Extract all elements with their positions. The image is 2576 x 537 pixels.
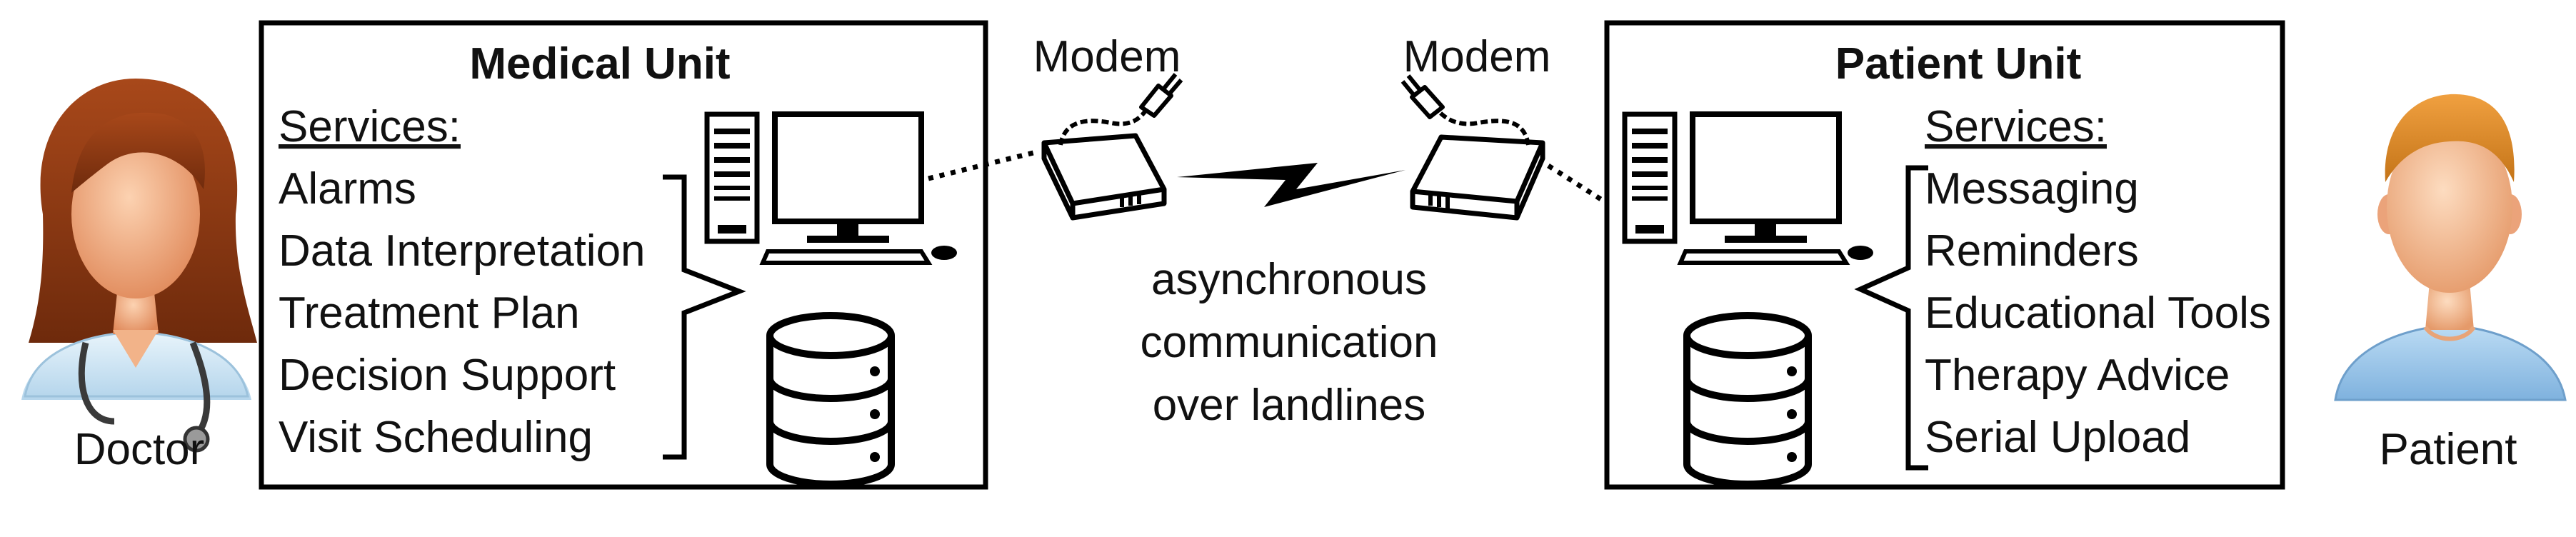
link-modem-to-patient xyxy=(1547,164,1617,211)
computer-icon xyxy=(1622,111,1873,265)
patient-services-heading: Services: xyxy=(1925,102,2107,151)
modem-right-label: Modem xyxy=(1403,32,1551,81)
communication-caption: asynchronous communication over landline… xyxy=(1141,255,1438,430)
patient-service-item: Messaging xyxy=(1925,164,2139,214)
communication-line-3: over landlines xyxy=(1153,381,1426,430)
medical-service-item: Data Interpretation xyxy=(279,226,646,276)
patient-service-item: Therapy Advice xyxy=(1925,351,2230,400)
modem-left: Modem xyxy=(1033,32,1183,221)
medical-service-item: Visit Scheduling xyxy=(279,413,593,462)
communication-line-2: communication xyxy=(1141,318,1438,367)
medical-unit-title: Medical Unit xyxy=(469,39,730,89)
medical-service-item: Treatment Plan xyxy=(279,288,580,338)
modem-left-label: Modem xyxy=(1033,32,1181,81)
database-icon xyxy=(1683,312,1812,488)
patient-unit: Patient Unit Services: Messaging Reminde… xyxy=(1604,20,2285,490)
modem-right: Modem xyxy=(1400,32,1551,221)
patient-unit-title: Patient Unit xyxy=(1835,39,2081,89)
services-bracket xyxy=(1854,165,1928,471)
medical-service-item: Alarms xyxy=(279,164,416,214)
patient-service-item: Educational Tools xyxy=(1925,288,2271,338)
patient-service-item: Reminders xyxy=(1925,226,2139,276)
communication-line-1: asynchronous xyxy=(1151,255,1427,304)
link-medical-to-modem xyxy=(928,149,1040,181)
doctor-label: Doctor xyxy=(74,425,205,474)
doctor-avatar xyxy=(21,79,257,453)
services-bracket xyxy=(663,174,746,460)
patient-label: Patient xyxy=(2379,425,2517,474)
medical-services-heading: Services: xyxy=(279,102,461,151)
medical-service-item: Decision Support xyxy=(279,351,616,400)
database-icon xyxy=(766,312,895,488)
lightning-bolt-icon xyxy=(1177,163,1405,207)
patient-avatar xyxy=(2334,94,2567,401)
medical-unit: Medical Unit Services: Alarms Data Inter… xyxy=(259,20,988,490)
patient-service-item: Serial Upload xyxy=(1925,413,2190,462)
computer-icon xyxy=(704,111,957,265)
